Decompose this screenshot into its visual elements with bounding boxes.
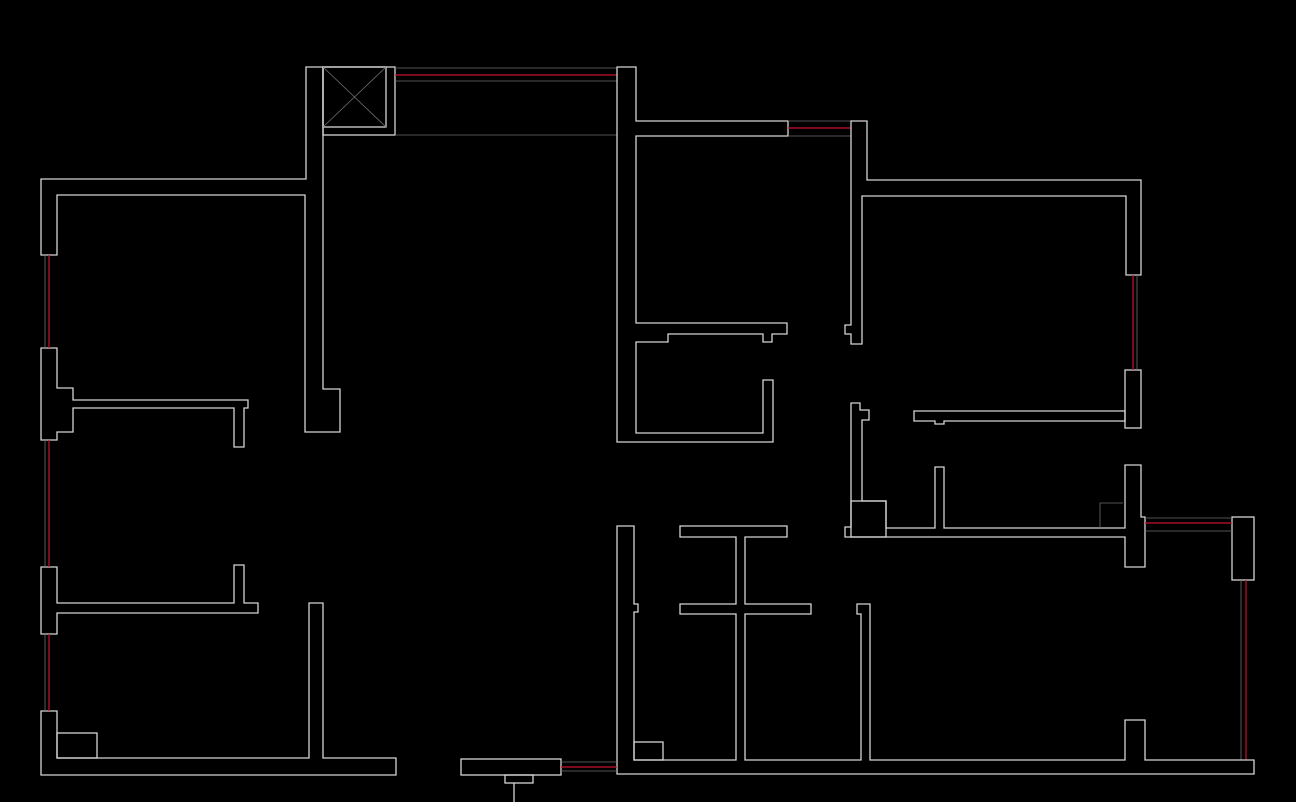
fixture-corner	[1099, 502, 1123, 528]
wall-top-right-outer	[844, 120, 1142, 345]
wall-balcony-post	[1231, 516, 1255, 581]
wall-left-lower-partition	[40, 564, 259, 635]
wall-right-partition	[913, 410, 1126, 425]
right-wing	[844, 120, 1255, 760]
shaft-cross-b	[322, 66, 387, 128]
wall-bath-block	[844, 402, 1146, 568]
wall-left-column-middle	[40, 347, 249, 448]
left-wing	[40, 66, 397, 776]
fixture-box-bottom-center	[633, 741, 664, 761]
wall-top-left-outer	[40, 66, 341, 433]
entrance-post	[504, 774, 534, 784]
fixture-bath-box	[850, 500, 887, 538]
top-center	[322, 66, 851, 443]
bottom-right	[460, 525, 1255, 802]
wall-center-column	[616, 66, 789, 443]
fixture-box-bottom-left	[56, 732, 98, 759]
